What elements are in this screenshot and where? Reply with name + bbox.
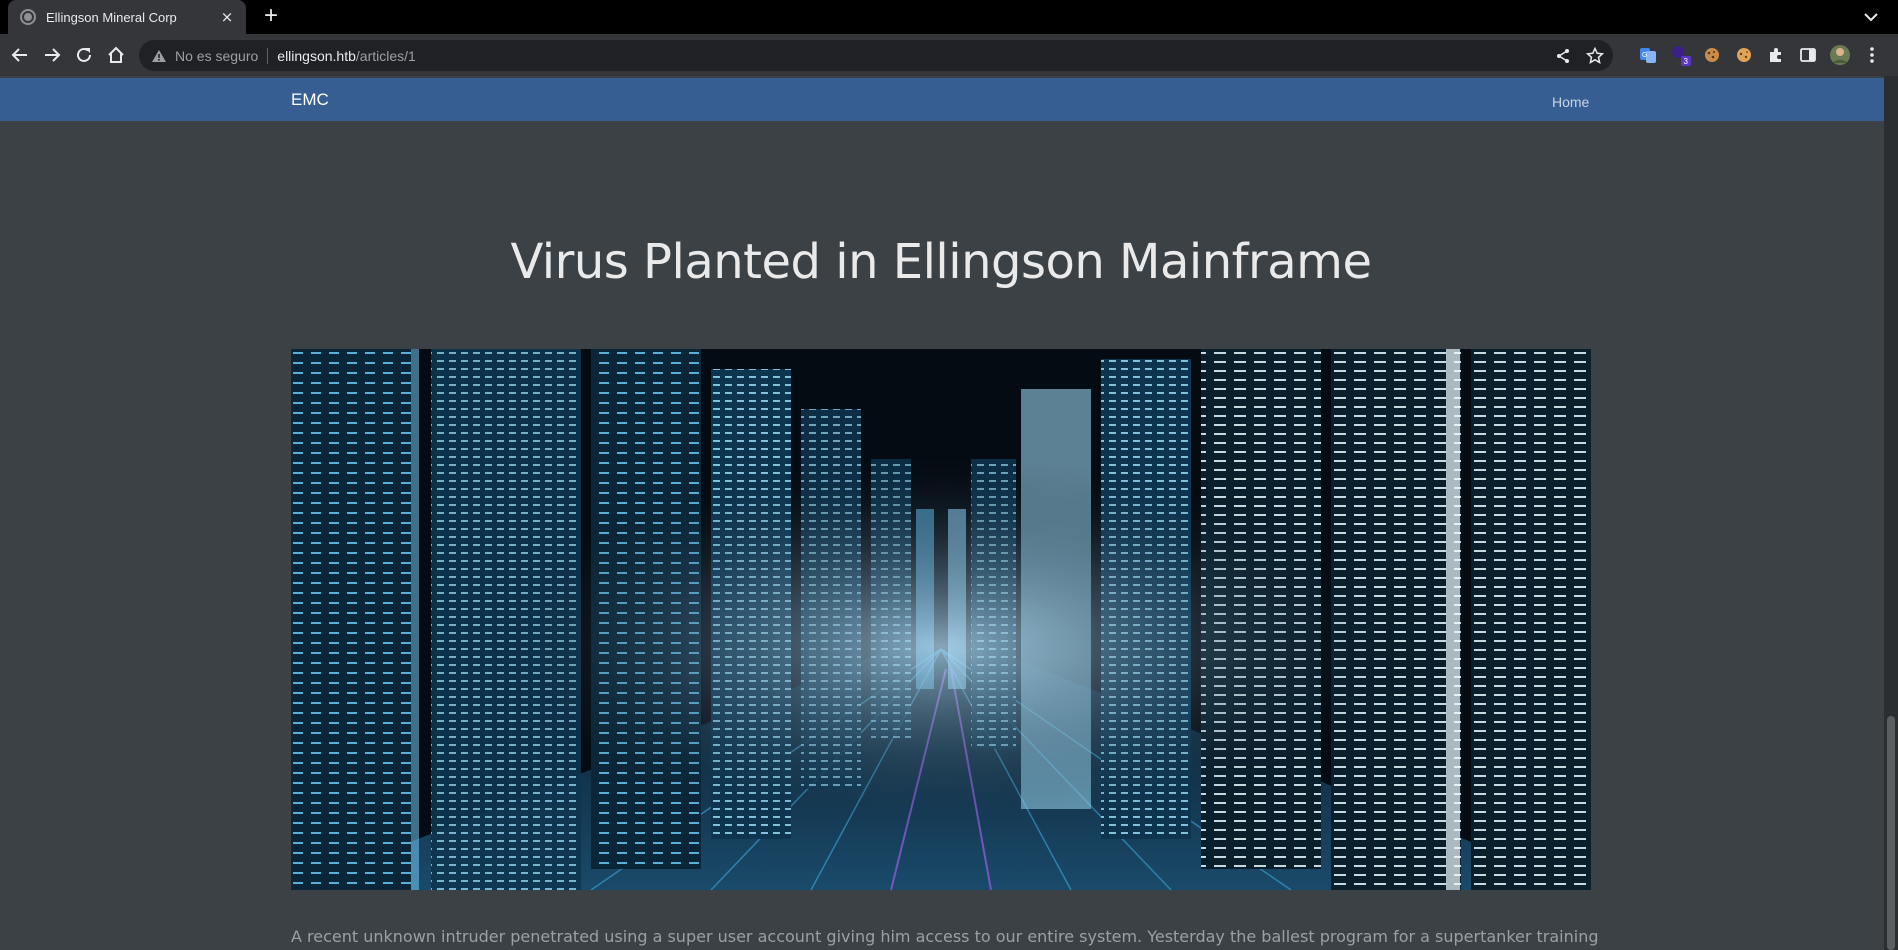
site-brand[interactable]: EMC — [291, 90, 329, 109]
chrome-menu-icon[interactable] — [1860, 43, 1884, 67]
tab-strip: Ellingson Mineral Corp × + — [0, 0, 1898, 34]
url-path: /articles/1 — [355, 47, 416, 64]
site-navbar: EMC Home — [0, 78, 1884, 121]
home-icon[interactable] — [102, 41, 130, 69]
close-tab-icon[interactable]: × — [220, 8, 234, 26]
url-host: ellingson.htb — [277, 47, 356, 64]
article-title: Virus Planted in Ellingson Mainframe — [510, 234, 1372, 290]
svg-text:G: G — [1642, 52, 1647, 59]
warning-icon[interactable] — [151, 48, 167, 64]
browser-tab[interactable]: Ellingson Mineral Corp × — [8, 0, 246, 34]
security-label[interactable]: No es seguro — [175, 47, 259, 64]
reload-icon[interactable] — [70, 41, 98, 69]
browser-toolbar: No es seguro ellingson.htb /articles/1 G… — [0, 34, 1898, 76]
tab-title: Ellingson Mineral Corp — [46, 9, 177, 25]
purple-extension-icon[interactable]: 3 — [1668, 43, 1692, 67]
cookie-extension-icon[interactable] — [1700, 43, 1724, 67]
globe-icon — [20, 9, 36, 25]
page-scrollbar[interactable] — [1884, 76, 1898, 950]
address-bar[interactable]: No es seguro ellingson.htb /articles/1 — [139, 40, 1613, 71]
article-hero-image — [291, 349, 1591, 890]
nav-home-link[interactable]: Home — [1552, 94, 1590, 110]
cookie-editor-extension-icon[interactable] — [1732, 43, 1756, 67]
article-body: A recent unknown intruder penetrated usi… — [291, 927, 1599, 946]
mainframe-corridor-image — [291, 349, 1591, 890]
scrollbar-thumb[interactable] — [1887, 716, 1895, 950]
omnibox-divider — [267, 47, 269, 64]
side-panel-icon[interactable] — [1796, 43, 1820, 67]
tab-search-icon[interactable] — [1860, 6, 1882, 28]
forward-icon[interactable] — [38, 41, 66, 69]
web-page: EMC Home Virus Planted in Ellingson Main… — [0, 76, 1884, 950]
new-tab-button[interactable]: + — [263, 2, 278, 29]
puzzle-extensions-icon[interactable] — [1764, 43, 1788, 67]
translate-extension-icon[interactable]: G — [1636, 43, 1660, 67]
share-icon[interactable] — [1551, 44, 1575, 68]
bookmark-star-icon[interactable] — [1583, 44, 1607, 68]
back-icon[interactable] — [6, 41, 34, 69]
extensions-area: G 3 — [1636, 43, 1884, 67]
extension-badge: 3 — [1684, 57, 1689, 66]
profile-avatar[interactable] — [1828, 43, 1852, 67]
